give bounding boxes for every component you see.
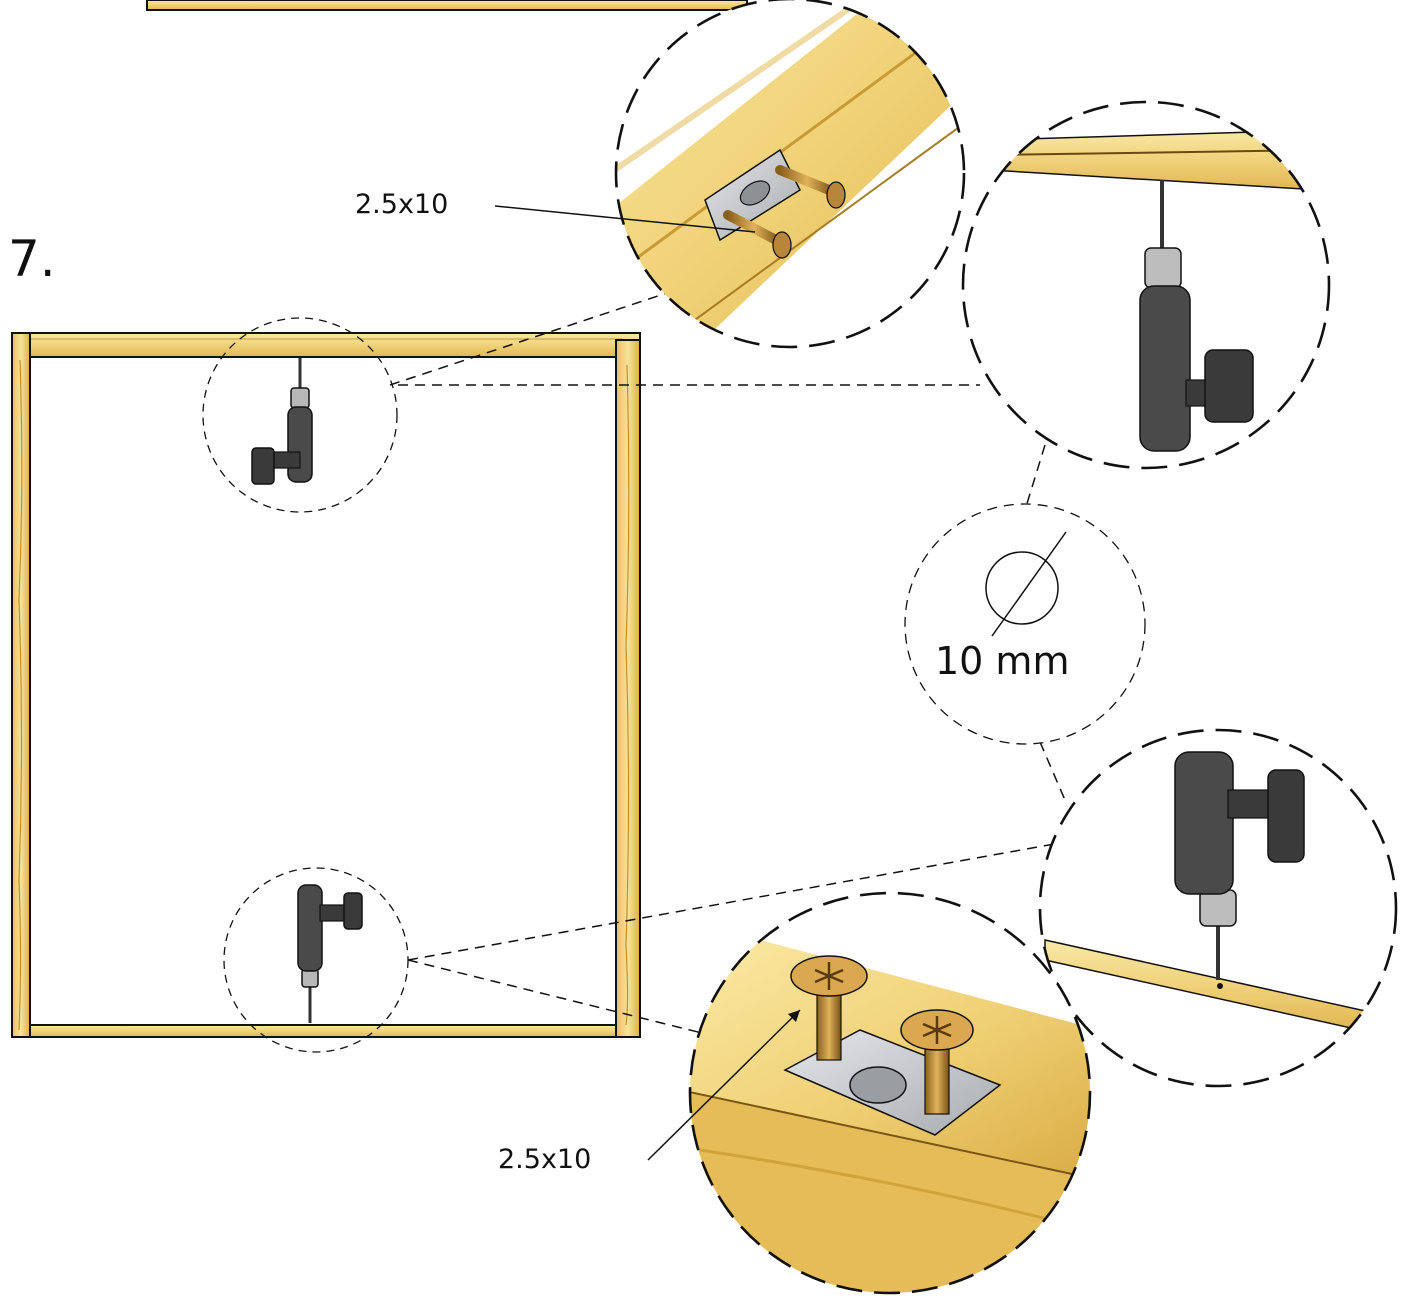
drill-icon — [1139, 180, 1254, 452]
screw-label-pointer-top — [494, 205, 756, 233]
drill-diameter-label: 10 mm — [935, 639, 1069, 683]
screw-icon — [775, 165, 846, 209]
step-number: 7. — [8, 230, 56, 288]
screw-icon — [723, 210, 792, 259]
diameter-symbol-icon — [985, 531, 1067, 637]
screw-size-label-top: 2.5x10 — [355, 189, 448, 220]
screw-label-pointer-bottom — [647, 1009, 801, 1161]
drill-icon — [297, 884, 363, 1023]
shelf-edge-top — [146, 0, 748, 11]
detail-bottom-screws — [688, 891, 1092, 1295]
screw-size-label-bottom: 2.5x10 — [498, 1144, 591, 1175]
screw-icon — [900, 1009, 974, 1115]
leader-lines — [389, 281, 1066, 1036]
detail-right-drilling — [961, 100, 1331, 470]
drill-diameter-detail: 10 mm — [904, 503, 1146, 745]
drill-icon — [1174, 751, 1305, 980]
screw-icon — [790, 955, 868, 1061]
wooden-frame — [11, 332, 641, 1038]
detail-top-screws — [614, 0, 966, 349]
detail-bottom-right-drilling — [1038, 728, 1398, 1088]
detail-circle-top-small — [202, 317, 398, 513]
drill-icon — [251, 358, 313, 485]
